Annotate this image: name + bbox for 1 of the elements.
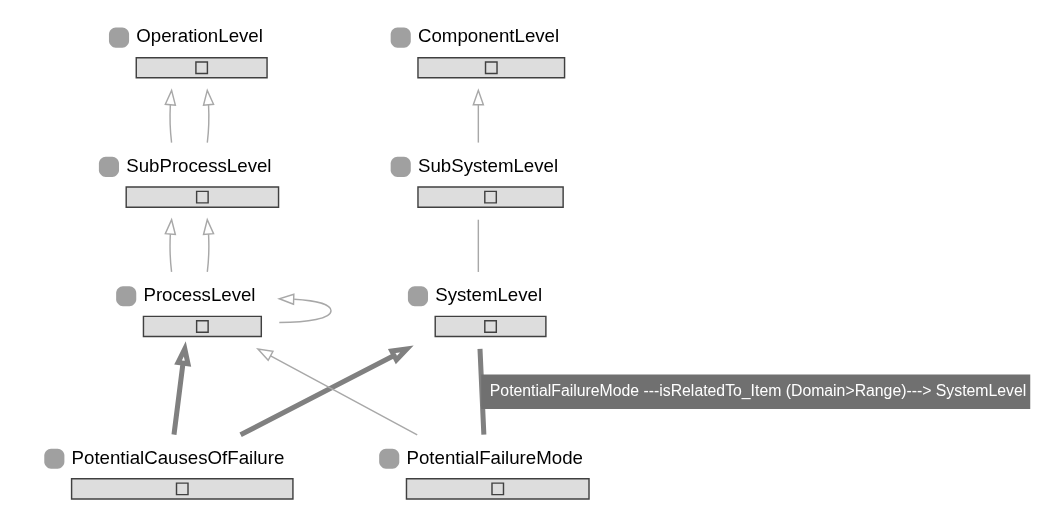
edge-label: PotentialFailureMode ---isRelatedTo_Item (Domain>Range)---> SystemLevel bbox=[489, 381, 1027, 399]
